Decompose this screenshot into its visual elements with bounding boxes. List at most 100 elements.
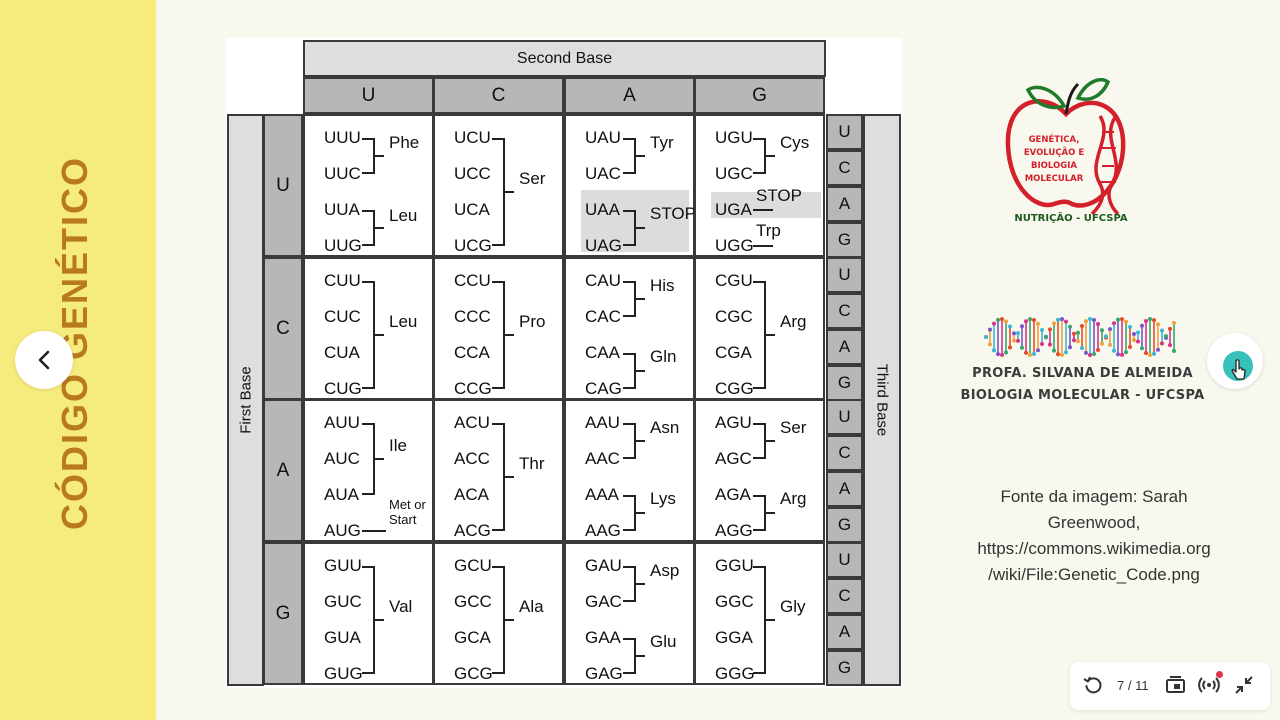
- amino-acid-label: Thr: [519, 454, 545, 473]
- bracket-tick: [375, 334, 384, 336]
- broadcast-icon[interactable]: [1198, 674, 1220, 696]
- bracket-line: [362, 138, 375, 174]
- codon-label: AGA: [715, 485, 751, 504]
- codon-label: AGC: [715, 449, 752, 468]
- codon-label: CAG: [585, 379, 622, 398]
- bracket-tick: [766, 334, 775, 336]
- amino-acid-label: STOP: [650, 204, 696, 223]
- third-base-g: G: [826, 365, 863, 401]
- bracket-tick: [766, 619, 775, 621]
- codon-label: UCA: [454, 200, 490, 219]
- dna-logo-line-1: PROFA. SILVANA DE ALMEIDA: [972, 366, 1193, 381]
- collapse-icon[interactable]: [1233, 674, 1255, 696]
- codon-label: GCA: [454, 628, 491, 647]
- third-base-g: G: [826, 507, 863, 543]
- third-base-column: [863, 114, 901, 686]
- bracket-tick: [766, 155, 775, 157]
- codon-label: AGG: [715, 521, 753, 540]
- amino-acid-label: Trp: [756, 221, 781, 240]
- codon-label: GUA: [324, 628, 361, 647]
- bracket-line: [492, 138, 505, 246]
- codon-label: AAU: [585, 413, 620, 432]
- codon-label: UGA: [715, 200, 752, 219]
- bracket-tick: [505, 191, 514, 193]
- bracket-tick: [766, 512, 775, 514]
- codon-label: GAA: [585, 628, 621, 647]
- previous-slide-button[interactable]: [15, 331, 73, 389]
- slide-controls-bar: 7 / 11: [1070, 662, 1270, 710]
- codon-label: ACU: [454, 413, 490, 432]
- second-base-header: Second Base: [303, 40, 826, 77]
- connector-dash: [362, 530, 386, 532]
- bracket-line: [623, 353, 636, 389]
- amino-acid-label: Arg: [780, 489, 807, 508]
- bracket-tick: [636, 370, 645, 372]
- second-base-g: G: [694, 77, 825, 114]
- codon-label: AUU: [324, 413, 360, 432]
- bracket-tick: [505, 476, 514, 478]
- codon-label: GCU: [454, 556, 492, 575]
- bracket-line: [623, 423, 636, 459]
- dna-logo-line-2: BIOLOGIA MOLECULAR - UFCSPA: [960, 388, 1205, 403]
- bracket-line: [753, 566, 766, 674]
- amino-acid-label: Ile: [389, 436, 407, 455]
- third-base-c: C: [826, 150, 863, 186]
- codon-label: GAG: [585, 664, 623, 683]
- bracket-tick: [636, 298, 645, 300]
- bracket-tick: [505, 334, 514, 336]
- bracket-line: [753, 423, 766, 459]
- amino-acid-label: Gln: [650, 347, 677, 366]
- codon-label: CAC: [585, 307, 621, 326]
- codon-label: CUG: [324, 379, 362, 398]
- codon-label: GUU: [324, 556, 362, 575]
- bracket-tick: [636, 655, 645, 657]
- codon-label: UCG: [454, 236, 492, 255]
- codon-label: AAA: [585, 485, 620, 504]
- first-base-g: G: [263, 542, 303, 685]
- codon-label: CUA: [324, 343, 360, 362]
- bracket-tick: [375, 155, 384, 157]
- amino-acid-label: His: [650, 276, 675, 295]
- codon-label: CGC: [715, 307, 753, 326]
- codon-label: GGC: [715, 592, 754, 611]
- codon-label: CCU: [454, 271, 491, 290]
- stop-highlight: [711, 192, 821, 218]
- window-icon[interactable]: [1165, 674, 1187, 696]
- next-slide-button[interactable]: [1207, 333, 1263, 389]
- third-base-u: U: [826, 542, 863, 578]
- bracket-tick: [766, 440, 775, 442]
- amino-acid-label: Arg: [780, 312, 807, 331]
- bracket-line: [492, 566, 505, 674]
- third-base-c: C: [826, 293, 863, 329]
- codon-label: GAU: [585, 556, 622, 575]
- page-indicator: 7 / 11: [1117, 678, 1149, 693]
- bracket-line: [362, 423, 375, 495]
- codon-label: UCC: [454, 164, 491, 183]
- codon-label: CGA: [715, 343, 752, 362]
- bracket-tick: [636, 227, 645, 229]
- bracket-line: [623, 138, 636, 174]
- bracket-tick: [505, 619, 514, 621]
- amino-acid-label: Tyr: [650, 133, 674, 152]
- codon-label: UGC: [715, 164, 753, 183]
- codon-label: GAC: [585, 592, 622, 611]
- rewind-icon[interactable]: [1082, 674, 1104, 696]
- bracket-line: [623, 638, 636, 674]
- amino-acid-label: Lys: [650, 489, 676, 508]
- apple-logo-line-3: BIOLOGIA: [1031, 161, 1077, 171]
- source-line-1: Fonte da imagem: Sarah: [1000, 487, 1188, 506]
- bracket-line: [623, 495, 636, 531]
- connector-dash: [753, 209, 773, 211]
- apple-logo-line-2: EVOLUÇÃO E: [1024, 147, 1084, 158]
- bracket-line: [623, 566, 636, 602]
- second-base-c: C: [433, 77, 564, 114]
- source-line-4: /wiki/File:Genetic_Code.png: [988, 565, 1200, 584]
- codon-label: GCG: [454, 664, 493, 683]
- bracket-line: [753, 138, 766, 174]
